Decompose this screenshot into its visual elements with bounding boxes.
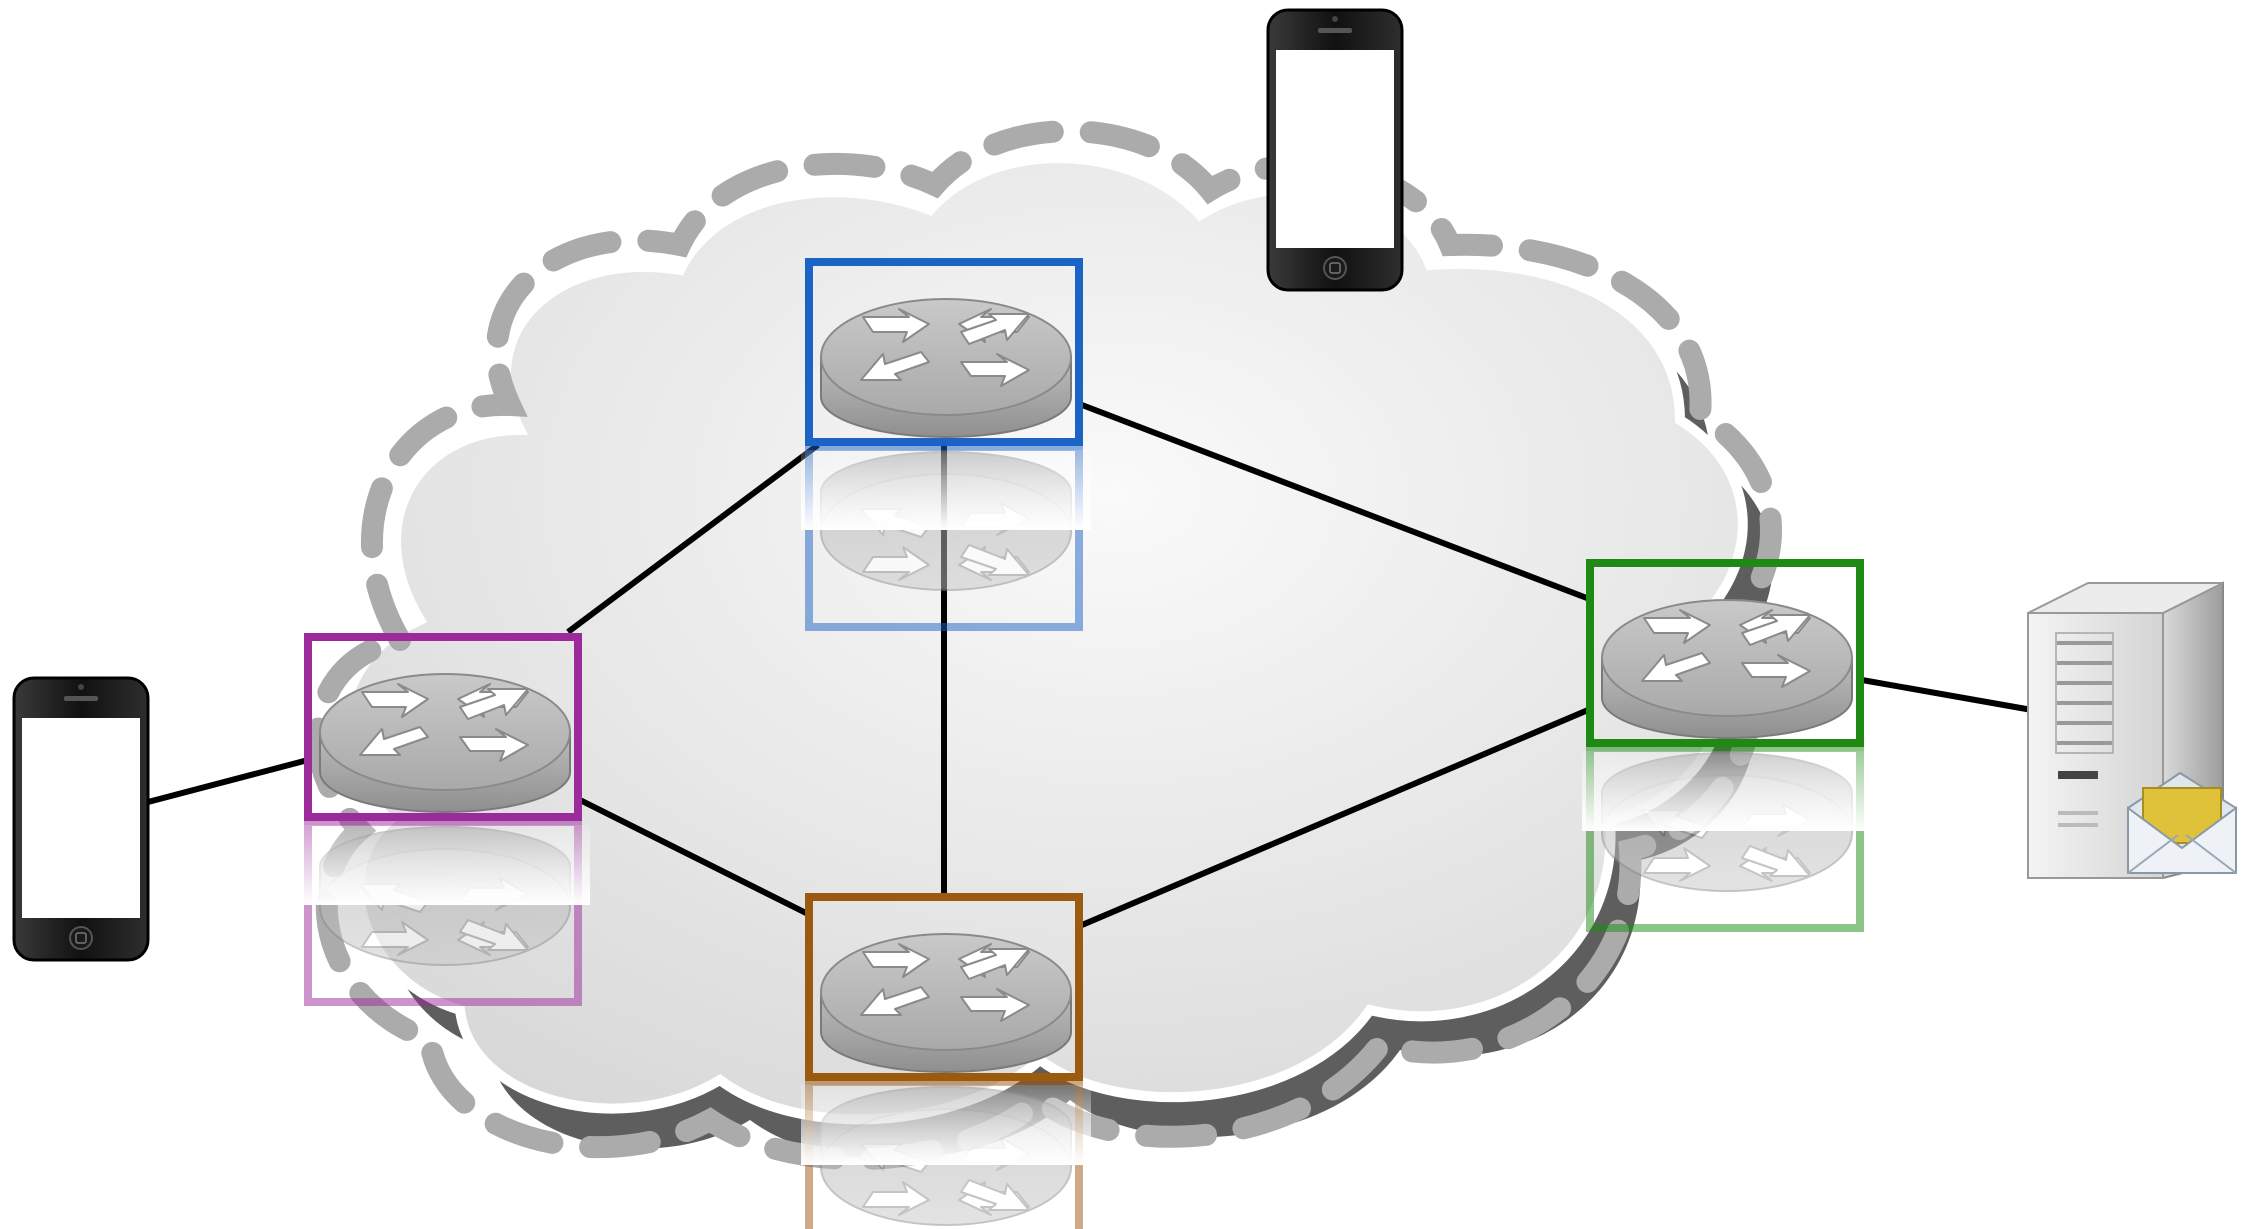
envelope-icon [2127,771,2237,874]
smartphone-icon [12,676,150,962]
router-green-frame [1586,559,1864,747]
phone-left[interactable] [12,676,150,962]
router-green[interactable] [1582,559,1872,932]
router-purple[interactable] [300,633,590,1006]
router-icon [319,673,571,813]
phone-top[interactable] [1266,8,1404,292]
router-icon [1601,599,1853,739]
router-reflection [805,1078,1083,1229]
router-brown[interactable] [801,893,1091,1229]
network-cloud [306,120,1782,1171]
router-brown-frame [805,893,1083,1081]
smartphone-icon [1266,8,1404,292]
mail-server[interactable] [2027,581,2237,880]
router-blue-frame [805,258,1083,446]
link-router-brown-router-green [1080,707,1590,928]
router-icon [820,933,1072,1073]
mail-server-icon [2027,581,2237,880]
link-phone-left-router-purple [147,757,309,805]
router-reflection [304,818,582,1006]
router-reflection [805,443,1083,631]
router-reflection [1586,744,1864,932]
router-purple-frame [304,633,582,821]
link-router-blue-router-green [1080,402,1594,603]
link-router-purple-router-brown [578,797,812,918]
link-router-purple-router-blue [566,442,820,635]
link-router-green-mail-server [1861,677,2033,713]
router-icon [820,298,1072,438]
router-blue[interactable] [801,258,1091,631]
